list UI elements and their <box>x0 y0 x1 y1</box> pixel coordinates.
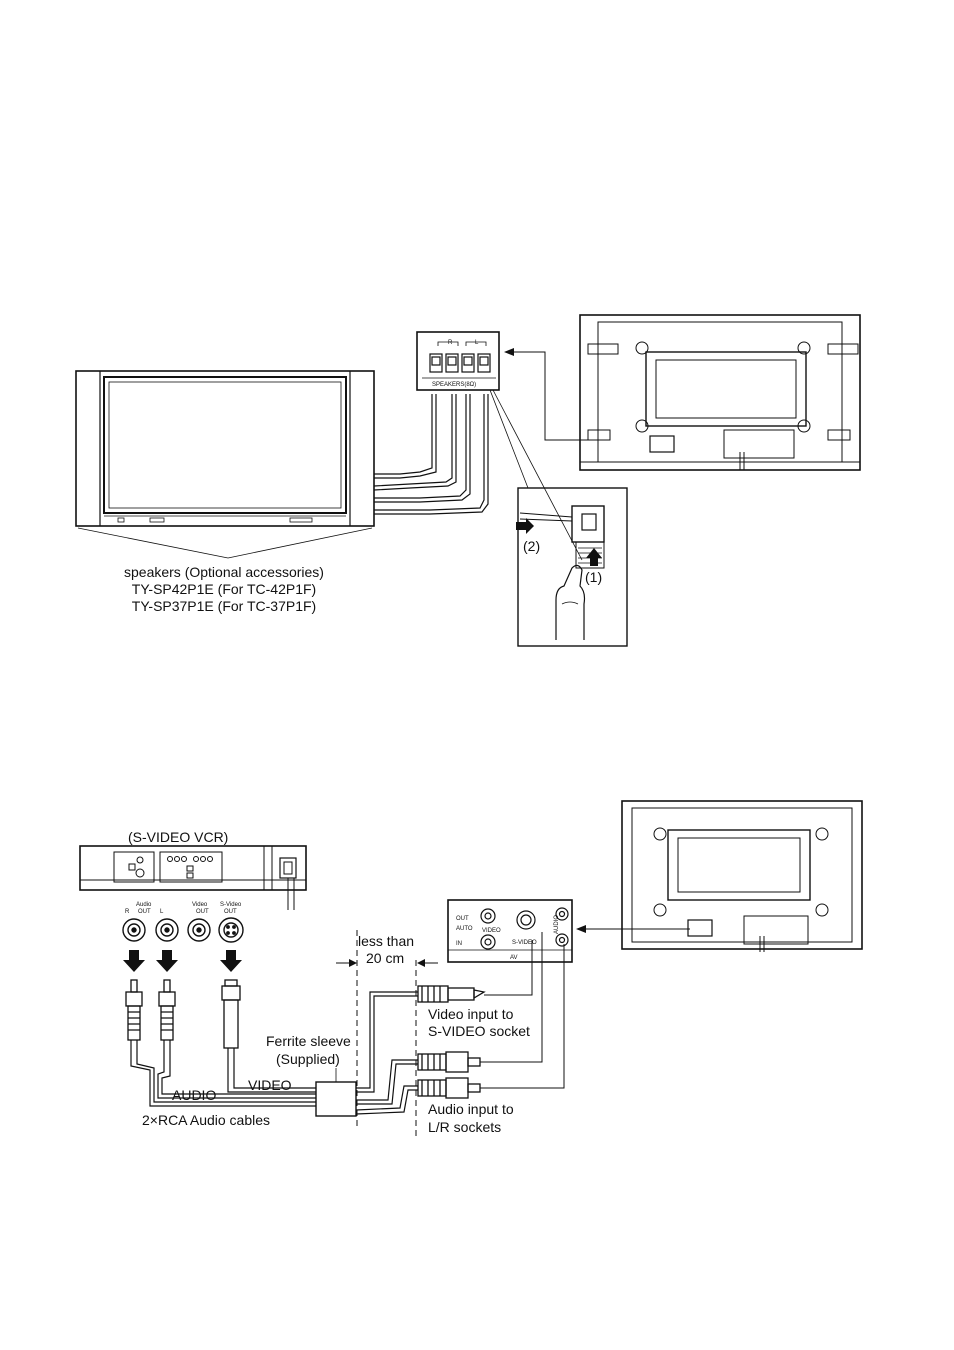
speaker-terminal[interactable] <box>477 353 491 373</box>
video-input-label-line2: S-VIDEO socket <box>428 1023 530 1039</box>
cable-video-label: VIDEO <box>248 1077 292 1093</box>
av-svideo-jack[interactable] <box>516 910 536 930</box>
av-to-rear-arrow <box>576 925 690 933</box>
jack-svideo-out-label: OUT <box>224 909 237 915</box>
speaker-terminal[interactable] <box>429 353 443 373</box>
ferrite-sleeve: Ferrite sleeve (Supplied) <box>266 1033 357 1117</box>
av-audio-l-jack[interactable] <box>555 907 569 921</box>
ferrite-label-line1: Ferrite sleeve <box>266 1033 351 1049</box>
vcr-rear-panel <box>79 845 307 910</box>
speaker-cables <box>373 394 489 515</box>
down-arrow-icon <box>123 950 145 972</box>
jack-svideo-label: S-Video <box>220 902 242 908</box>
audio-input-label-line2: L/R sockets <box>428 1119 501 1135</box>
speakers-panel-label: SPEAKERS(8Ω) <box>432 382 476 388</box>
rear-tv-top <box>579 314 861 471</box>
svideo-jack[interactable] <box>218 917 244 943</box>
distance-marker: less than 20 cm <box>336 930 438 1136</box>
plug-to-panel-lines <box>480 932 565 1089</box>
terminal-r-label: R <box>448 340 453 346</box>
speaker-terminal[interactable] <box>445 353 459 373</box>
tv-side-plugs <box>417 985 486 1099</box>
vcr-jack-labels: Audio R OUT L Video OUT S-Video OUT <box>125 902 242 915</box>
speaker-terminal[interactable] <box>461 353 475 373</box>
speakers-section: R L SPEAKERS(8Ω) <box>75 314 861 647</box>
vcr-section: (S-VIDEO VCR) Audio R <box>79 800 863 1136</box>
speakers-caption-line1: speakers (Optional accessories) <box>124 564 324 580</box>
rca-plug-tv-upper[interactable] <box>417 1051 481 1073</box>
av-video-in-jack[interactable] <box>480 934 496 950</box>
down-arrow-icon <box>156 950 178 972</box>
step-1-label: (1) <box>585 569 602 585</box>
speakers-caption: speakers (Optional accessories) TY-SP42P… <box>124 564 324 614</box>
jack-r-label: R <box>125 909 130 915</box>
audio-l-jack[interactable] <box>155 918 179 942</box>
av-auto-label: AUTO <box>456 926 473 932</box>
detail-leader-lines <box>489 389 583 561</box>
av-svideo-label: S-VIDEO <box>512 940 537 946</box>
vcr-title: (S-VIDEO VCR) <box>128 829 228 845</box>
vcr-jacks <box>122 917 244 943</box>
caption-leaders <box>77 527 373 559</box>
rca-plug-l[interactable] <box>158 979 176 1041</box>
audio-input-label-line1: Audio input to <box>428 1101 514 1117</box>
down-arrow-icon <box>220 950 242 972</box>
jack-audio-label: Audio <box>136 902 152 908</box>
finger-icon <box>555 564 586 640</box>
rear-tv-bottom <box>621 800 863 952</box>
ferrite-label-line2: (Supplied) <box>276 1051 340 1067</box>
av-out-label: OUT <box>456 916 469 922</box>
distance-label-line2: 20 cm <box>366 950 404 966</box>
svideo-plug-tv[interactable] <box>417 985 486 1003</box>
rca-plugs <box>125 979 241 1049</box>
vcr-cables <box>130 1040 318 1107</box>
front-tv-with-speakers <box>75 370 375 527</box>
jack-video-out-label: OUT <box>196 909 209 915</box>
cable-audio-label: AUDIO <box>172 1087 216 1103</box>
tv-side-cables <box>355 991 418 1115</box>
step-2-label: (2) <box>523 538 540 554</box>
speakers-caption-line2: TY-SP42P1E (For TC-42P1F) <box>132 581 316 597</box>
distance-label-line1: less than <box>358 933 414 949</box>
av-audio-r-jack[interactable] <box>555 933 569 947</box>
video-jack[interactable] <box>187 918 211 942</box>
rca-plug-tv-lower[interactable] <box>417 1077 481 1099</box>
push-arrow-2 <box>516 518 534 534</box>
rca-caption: 2×RCA Audio cables <box>142 1112 270 1128</box>
terminal-l-label: L <box>475 340 479 346</box>
insert-arrows <box>123 950 242 972</box>
av-audio-label: AUDIO <box>554 915 560 934</box>
jack-video-label: Video <box>192 902 208 908</box>
jack-out-label: OUT <box>138 909 151 915</box>
push-arrow-1 <box>586 548 602 566</box>
speakers-caption-line3: TY-SP37P1E (For TC-37P1F) <box>132 598 316 614</box>
av-video-out-jack[interactable] <box>480 908 496 924</box>
terminal-detail-box: (2) (1) <box>516 487 628 647</box>
av-video-label: VIDEO <box>482 928 501 934</box>
video-input-label-line1: Video input to <box>428 1006 514 1022</box>
panel-to-rear-arrow <box>504 348 598 441</box>
av-terminal-panel: OUT AUTO IN VIDEO S-VIDEO AUDIO AV <box>447 899 573 963</box>
rca-plug-r[interactable] <box>125 979 143 1041</box>
speaker-terminal-panel: R L SPEAKERS(8Ω) <box>416 331 500 391</box>
svideo-plug[interactable] <box>221 979 241 1049</box>
audio-r-jack[interactable] <box>122 918 146 942</box>
jack-l-label: L <box>160 909 164 915</box>
av-label: AV <box>510 955 518 961</box>
av-in-label: IN <box>456 941 462 947</box>
